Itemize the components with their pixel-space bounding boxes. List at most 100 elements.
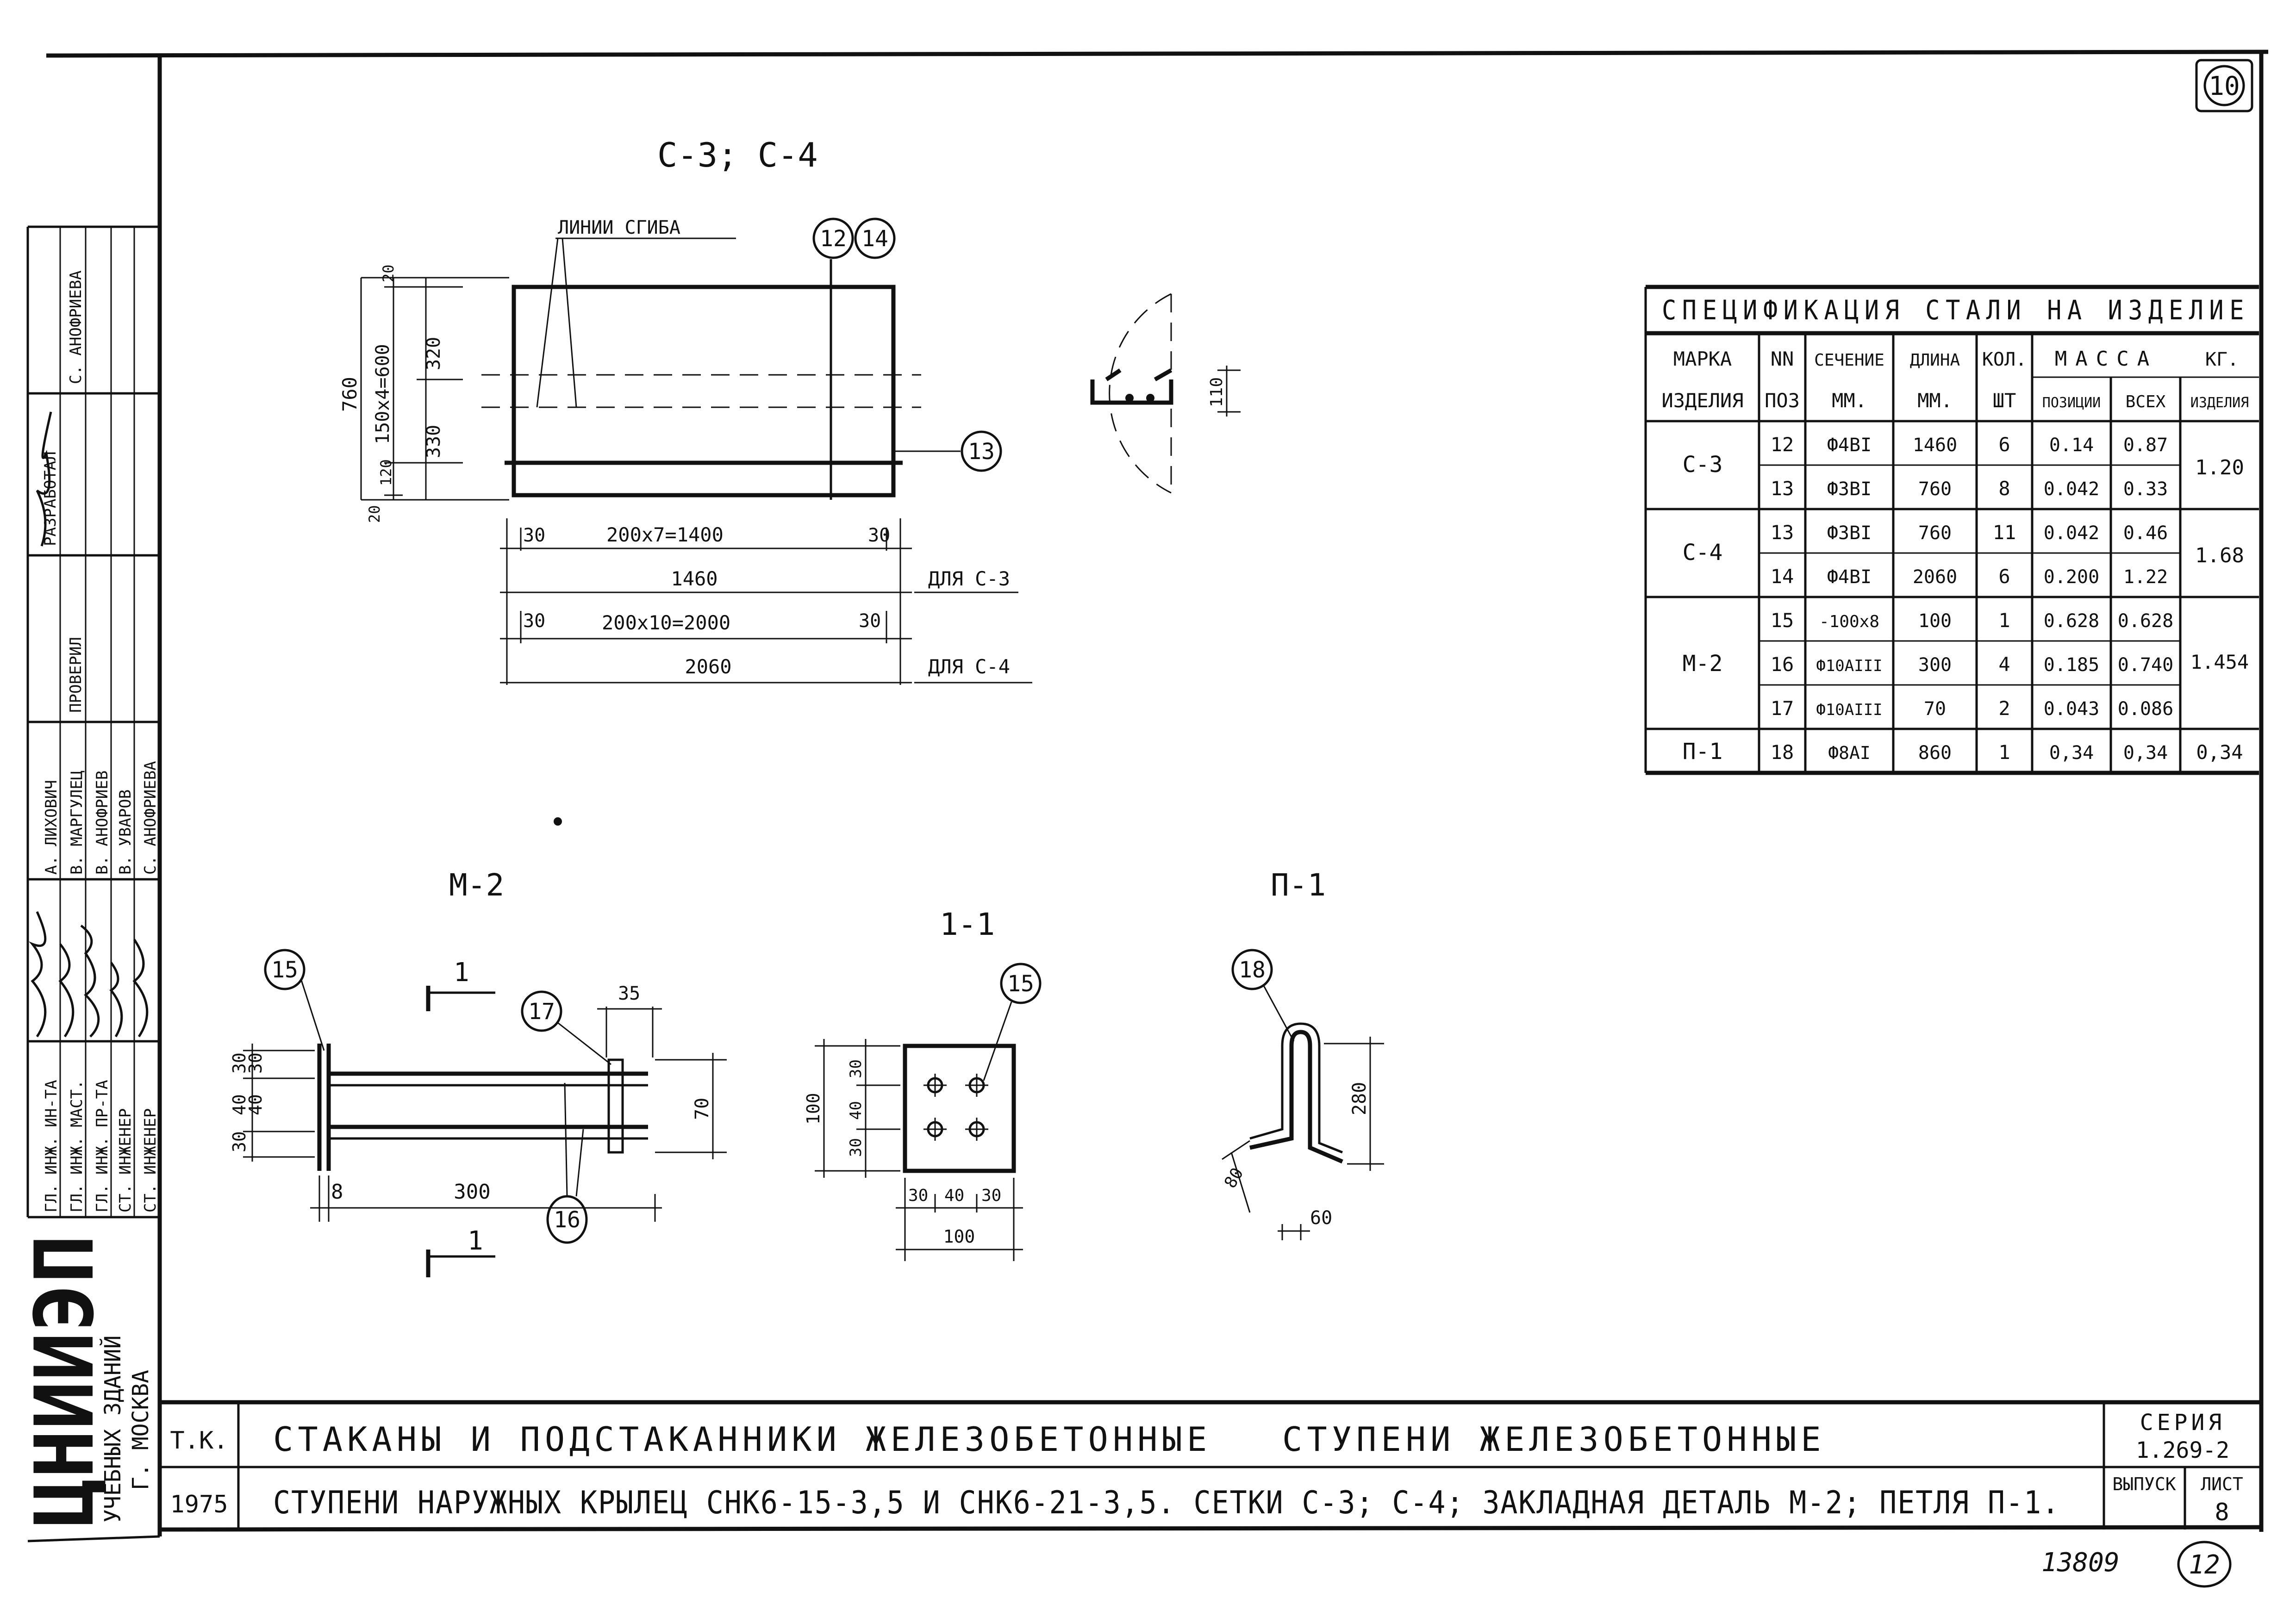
side-stamp: РАЗРАБОТАЛ ПРОВЕРИЛ С. АНОФРИЕВА ГЛ. ИНЖ… [26, 225, 160, 1219]
sec-dim-30-h2: 30 [981, 1186, 1001, 1205]
hdr-pos-a: NN [1771, 348, 1794, 370]
total-c4: 1.68 [2195, 544, 2244, 567]
title-block: Т.К. 1975 СТАКАНЫ И ПОДСТАКАННИКИ ЖЕЛЕЗО… [160, 1400, 2261, 1530]
m2-r2-pos: 16 [1771, 653, 1794, 676]
spec-table: СПЕЦИФИКАЦИЯ СТАЛИ НА ИЗДЕЛИЕ МАРКА ИЗДЕ… [1644, 285, 2259, 775]
p1-r1-pos: 18 [1771, 741, 1794, 764]
callout-14: 14 [861, 226, 888, 252]
title-line1-a: СТАКАНЫ И ПОДСТАКАННИКИ ЖЕЛЕЗОБЕТОННЫЕ [273, 1420, 1211, 1459]
m2-r3-m2: 0.086 [2118, 698, 2173, 720]
upper-label-2: ПРОВЕРИЛ [67, 637, 85, 713]
c3-r2-m2: 0.33 [2123, 479, 2168, 500]
sec-dim-100-v: 100 [803, 1093, 824, 1125]
dim-320: 320 [423, 337, 444, 370]
stamp-name-4: В. УВАРОВ [116, 790, 135, 875]
sec-dim-30-v2: 30 [847, 1138, 865, 1157]
c4-edge-right: 30 [859, 610, 881, 632]
m2-r3-qty: 2 [1998, 697, 2010, 720]
sec-dim-30-h1: 30 [908, 1186, 928, 1205]
callout-16: 16 [554, 1207, 580, 1233]
c3-r2-m1: 0.042 [2044, 479, 2099, 500]
c3-r2-len: 760 [1918, 479, 1952, 500]
m2-title: М-2 [449, 867, 504, 903]
p1-r1-m1: 0,34 [2049, 742, 2094, 764]
signature-2 [29, 911, 47, 1038]
m2-dim-40b: 40 [229, 1094, 250, 1115]
c4-r1-pos: 13 [1771, 521, 1794, 544]
c4-r1-sec: Ф3ВI [1827, 522, 1872, 544]
series-label: СЕРИЯ [2140, 1410, 2226, 1436]
stamp-number: 13809 [2041, 1548, 2120, 1578]
m2-r2-len: 300 [1918, 654, 1952, 676]
hdr-mass: МАССА [2055, 347, 2158, 371]
c4-r2-m1: 0.200 [2044, 566, 2099, 588]
archive-stamp: 13809 12 [2041, 1541, 2232, 1588]
sec-dim-40-h: 40 [944, 1186, 964, 1205]
loop-dim-80: 80 [1221, 1164, 1247, 1191]
dim-bottom-20: 20 [366, 505, 383, 523]
c4-r1-m2: 0.46 [2123, 522, 2168, 544]
stray-dot [554, 817, 562, 826]
sec-dim-100-h: 100 [943, 1226, 975, 1247]
hdr-mark-a: МАРКА [1673, 348, 1732, 370]
m2-r1-len: 100 [1918, 610, 1952, 632]
signature-5 [109, 962, 123, 1038]
hdr-m-pos: ПОЗИЦИИ [2042, 395, 2101, 411]
c3-edge-right: 30 [868, 525, 890, 546]
series-value: 1.269-2 [2136, 1437, 2229, 1463]
m2-dim-30c: 30 [229, 1052, 250, 1074]
for-c4: ДЛЯ С-4 [928, 655, 1010, 678]
m2-r1-m1: 0.628 [2044, 610, 2099, 632]
signature-1 [36, 411, 52, 547]
stud-hole [923, 1074, 988, 1141]
sheet-frame [27, 50, 2269, 1542]
hdr-len-b: ММ. [1917, 389, 1953, 412]
hdr-m-all: ВСЕХ [2126, 392, 2166, 411]
m2-r1-pos: 15 [1771, 609, 1794, 632]
hdr-kg: КГ. [2205, 349, 2239, 370]
m2-r2-sec: Ф10АIII [1816, 657, 1882, 675]
for-c3: ДЛЯ С-3 [928, 567, 1010, 590]
m2-dim-35: 35 [618, 983, 640, 1004]
callout-15: 15 [271, 957, 298, 983]
m2-r2-qty: 4 [1998, 653, 2010, 676]
c4-r2-m2: 1.22 [2123, 566, 2168, 588]
stamp-name-5: С. АНОФРИЕВА [141, 761, 160, 875]
section-1-1: 1-1 15 100 30 40 30 30 40 30 100 [803, 907, 1042, 1261]
hdr-len-a: ДЛИНА [1910, 351, 1960, 370]
org-sub1: УЧЕБНЫХ ЗДАНИЙ [100, 1335, 126, 1523]
c3-r2-qty: 8 [1998, 477, 2010, 500]
p1-r1-sec: Ф8АI [1828, 743, 1871, 763]
dim-760: 760 [338, 377, 361, 412]
stamp-name-1: А. ЛИХОВИЧ [42, 780, 61, 875]
m2-r3-len: 70 [1924, 698, 1946, 720]
stamp-role-3: ГЛ. ИНЖ. ПР-ТА [93, 1080, 112, 1213]
section-callout-15: 15 [1007, 971, 1034, 997]
c4-total: 2060 [685, 655, 731, 678]
stamp-role-2: ГЛ. ИНЖ. МАСТ. [68, 1080, 86, 1213]
c3-r1-pos: 12 [1771, 433, 1794, 456]
m2-r1-qty: 1 [1998, 609, 2010, 632]
c3-total: 1460 [671, 567, 718, 590]
c3-r1-qty: 6 [1998, 433, 2010, 456]
bend-lines-label: ЛИНИИ СГИБА [558, 217, 680, 238]
signature-6 [132, 939, 149, 1038]
c4-mid: 200х10=2000 [602, 611, 730, 634]
p1-r1-qty: 1 [1998, 741, 2010, 764]
total-c3: 1.20 [2195, 456, 2244, 479]
c4-r2-len: 2060 [1913, 566, 1957, 588]
hdr-sec-a: СЕЧЕНИЕ [1814, 351, 1884, 370]
sheet-number-badge: 10 [2195, 59, 2253, 112]
bent-mesh-sketch: 110 [1090, 293, 1241, 494]
sec-dim-40-v: 40 [847, 1101, 865, 1120]
hdr-mark-b: ИЗДЕЛИЯ [1661, 389, 1743, 412]
m2-dim-8: 8 [331, 1180, 343, 1204]
m2-r3-pos: 17 [1771, 697, 1794, 720]
hdr-m-item: ИЗДЕЛИЯ [2190, 395, 2249, 411]
c4-edge-left: 30 [523, 610, 545, 632]
m2-r3-m1: 0.043 [2044, 698, 2099, 720]
c3-r1-len: 1460 [1913, 435, 1957, 456]
stamp-name-2: В. МАРГУЛЕЦ [68, 771, 86, 875]
m2-r2-m2: 0.740 [2118, 654, 2173, 676]
